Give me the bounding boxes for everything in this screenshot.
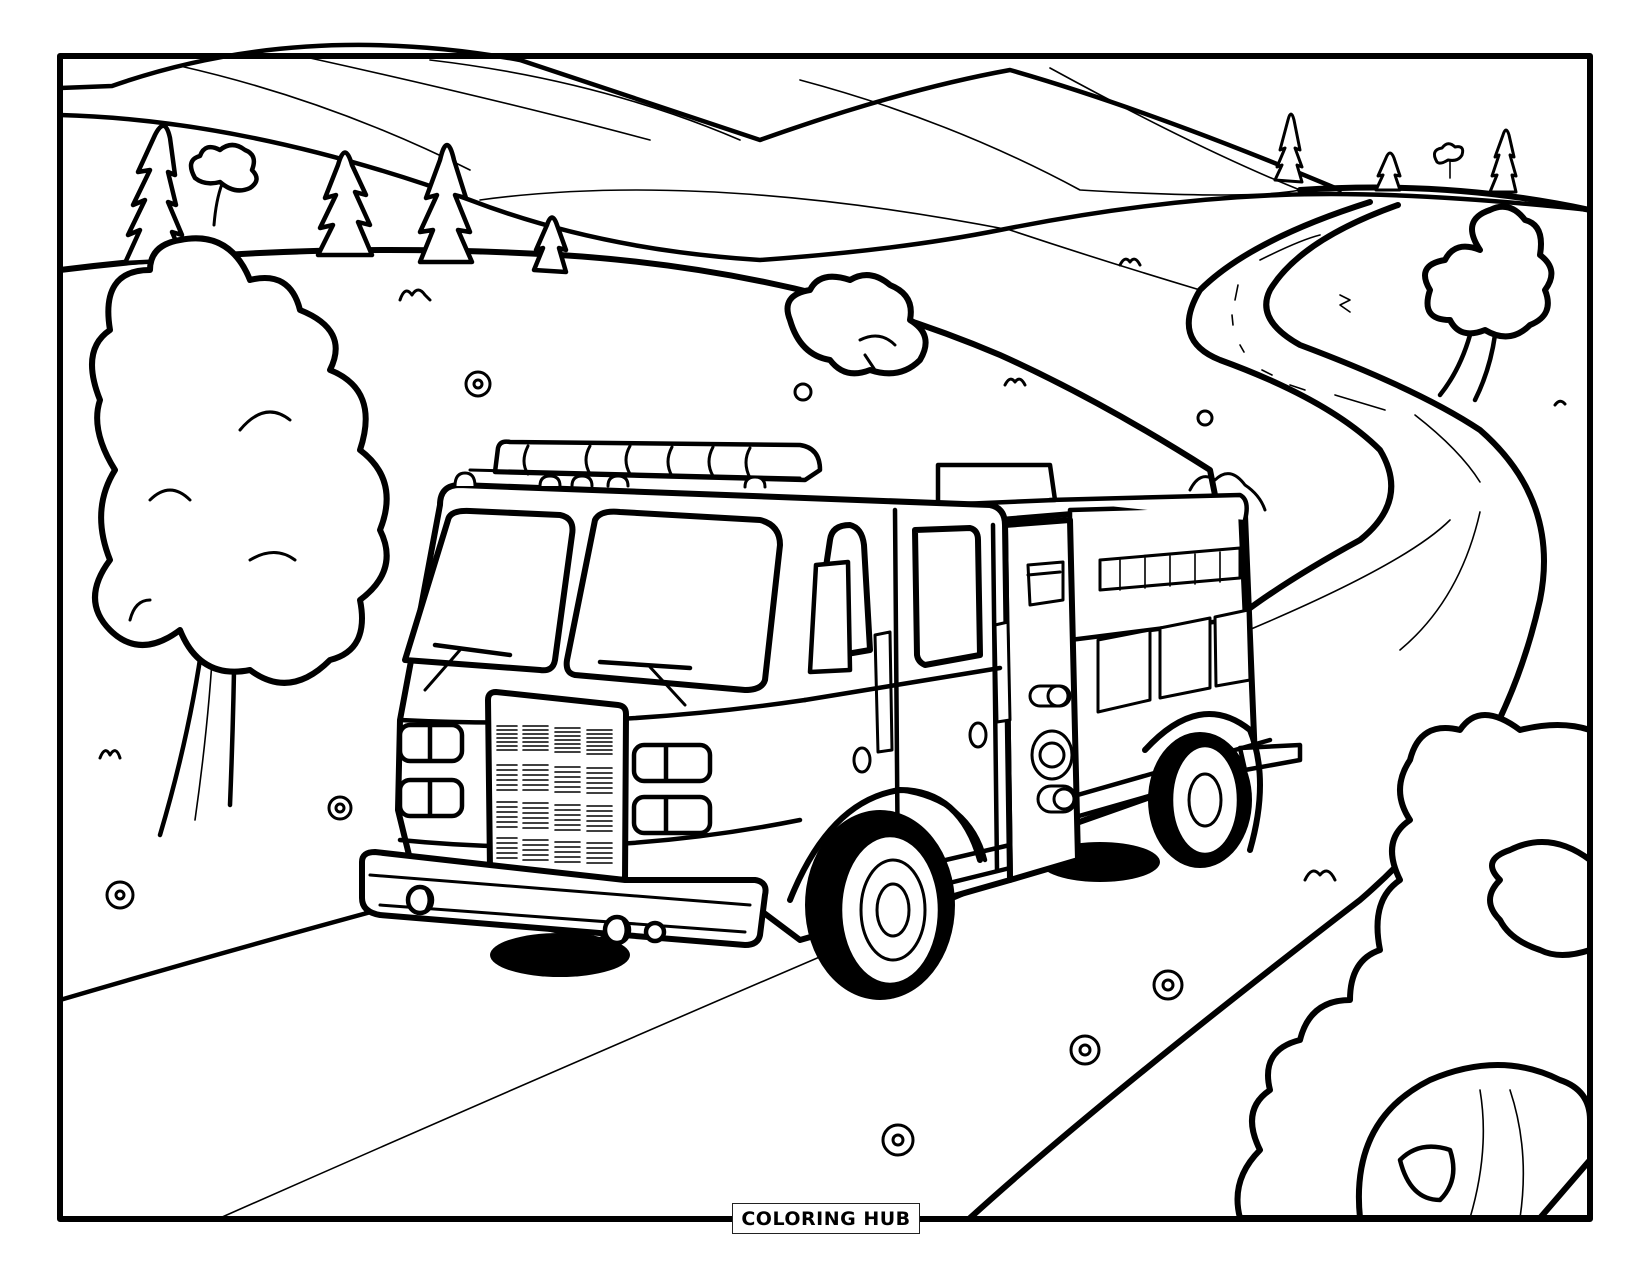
background-hills bbox=[57, 42, 1593, 523]
brand-text: COLORING HUB bbox=[741, 1207, 911, 1230]
brand-label: COLORING HUB bbox=[732, 1203, 920, 1234]
grass-tufts bbox=[98, 257, 1567, 882]
fire-truck bbox=[359, 439, 1303, 1000]
flowers bbox=[105, 370, 1214, 1157]
pine-trees bbox=[122, 112, 1518, 275]
large-left-tree bbox=[89, 235, 390, 838]
bushes bbox=[784, 203, 1593, 1221]
small-round-trees bbox=[188, 142, 1465, 227]
grille-slats bbox=[496, 725, 613, 864]
